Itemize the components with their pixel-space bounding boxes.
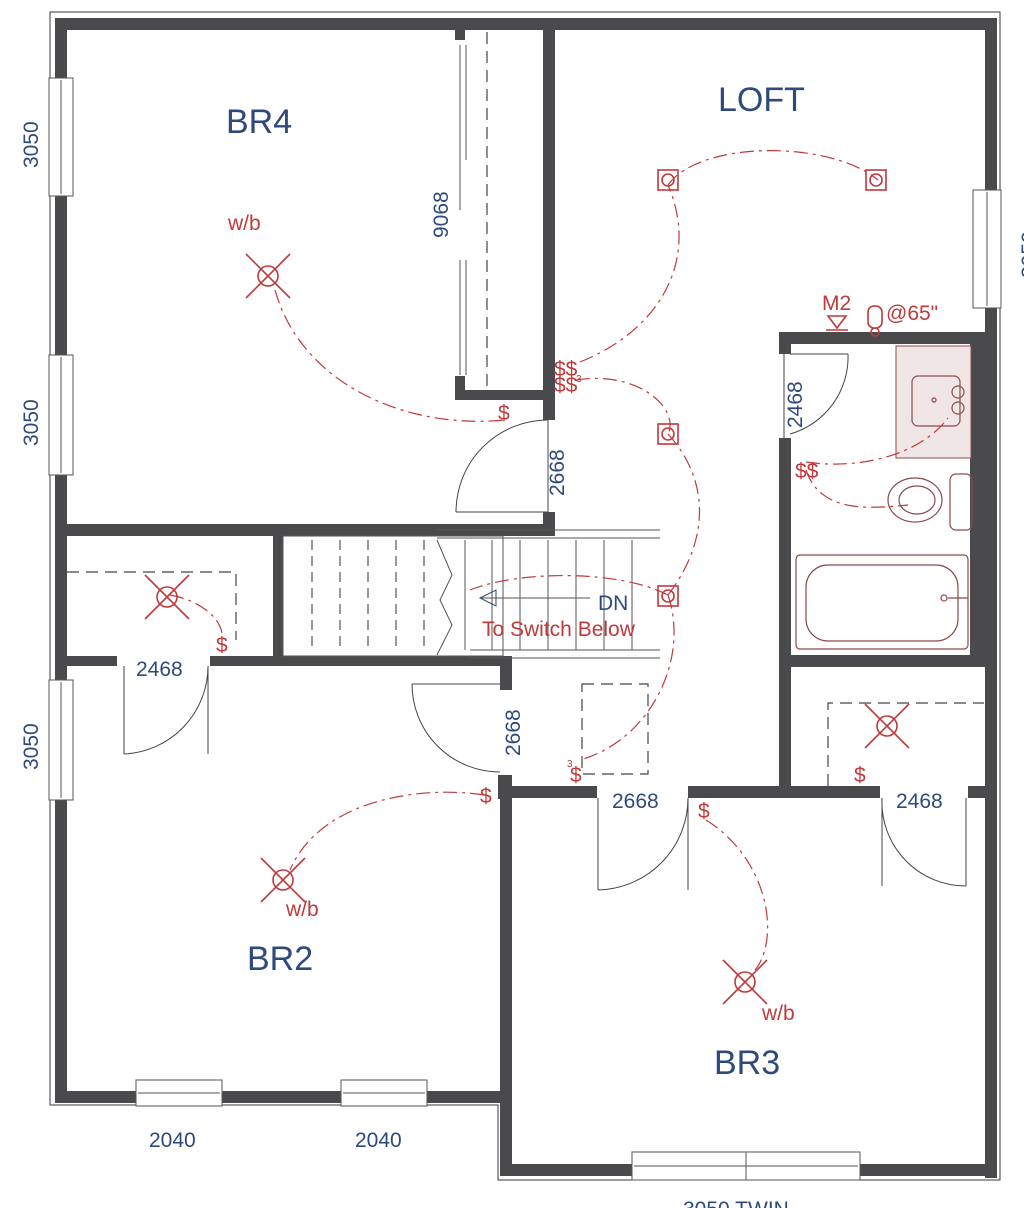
switch-br2: $ <box>480 785 492 808</box>
light-at-65 <box>867 305 883 337</box>
fixture-br4 <box>245 253 291 299</box>
switch-closet-br2: $ <box>216 634 228 657</box>
switch-br3: $ <box>698 800 710 823</box>
closet-shelf-br3 <box>827 702 984 786</box>
fixture-br3 <box>722 959 768 1005</box>
dim-window-east-loft: 3050 <box>1018 231 1024 278</box>
room-label-br2: BR2 <box>247 940 313 978</box>
dim-door-br3: 2668 <box>612 790 659 813</box>
switch-loft-double: $$ <box>554 358 578 381</box>
dim-closet-br4: 9068 <box>430 191 453 238</box>
stair-direction: DN <box>598 592 628 615</box>
switch-loft-double-2: $$ <box>554 374 578 397</box>
switch-hall: $ <box>570 764 582 787</box>
recessed-light-1 <box>657 169 679 191</box>
closet-br4 <box>459 32 488 388</box>
stair-switch-note: To Switch Below <box>482 618 636 641</box>
outer-outline <box>49 11 1001 1181</box>
dim-door-br2: 2668 <box>502 709 525 756</box>
doors <box>123 353 967 891</box>
light-fixtures <box>144 169 910 1005</box>
dim-window-west-top: 3050 <box>20 121 43 168</box>
switch-closet-br3: $ <box>854 764 866 787</box>
switch-bath: $$ <box>795 460 819 483</box>
dim-window-south-2: 2040 <box>355 1129 402 1152</box>
staircase <box>282 529 660 659</box>
fan-symbol <box>826 315 848 331</box>
dim-door-closet-br3: 2468 <box>896 790 943 813</box>
attic-access <box>581 683 649 775</box>
dim-door-br4: 2668 <box>546 449 569 496</box>
fan-label: M2 <box>822 292 851 315</box>
recessed-light-4 <box>657 585 679 607</box>
fixture-br3-closet <box>864 703 910 749</box>
dim-door-bath: 2468 <box>784 381 807 428</box>
dim-window-west-low: 3050 <box>20 723 43 770</box>
room-label-br3: BR3 <box>714 1044 780 1082</box>
dim-door-closet-br2: 2468 <box>136 658 183 681</box>
wb-label-br3: w/b <box>761 1002 795 1025</box>
bath-fixtures <box>795 345 973 650</box>
wb-label-br4: w/b <box>227 212 261 235</box>
closet-shelf-br2 <box>67 571 237 640</box>
fixture-br2-closet <box>144 574 190 620</box>
fixture-br2 <box>260 857 306 903</box>
three-way-mark-1: 3 <box>576 374 582 385</box>
recessed-light-3 <box>657 423 679 445</box>
windows <box>48 77 1002 1181</box>
switch-br4: $ <box>498 402 510 425</box>
room-label-loft: LOFT <box>718 81 805 119</box>
three-way-mark-2: 3 <box>567 759 573 770</box>
room-label-br4: BR4 <box>226 103 292 141</box>
wb-label-br2: w/b <box>285 898 319 921</box>
height-note: @65" <box>886 302 938 325</box>
dim-window-south-1: 2040 <box>149 1129 196 1152</box>
dim-window-west-mid: 3050 <box>20 399 43 446</box>
dim-window-br3: 3050 TWIN <box>683 1198 789 1208</box>
recessed-light-2 <box>865 169 887 191</box>
wiring <box>169 150 949 971</box>
